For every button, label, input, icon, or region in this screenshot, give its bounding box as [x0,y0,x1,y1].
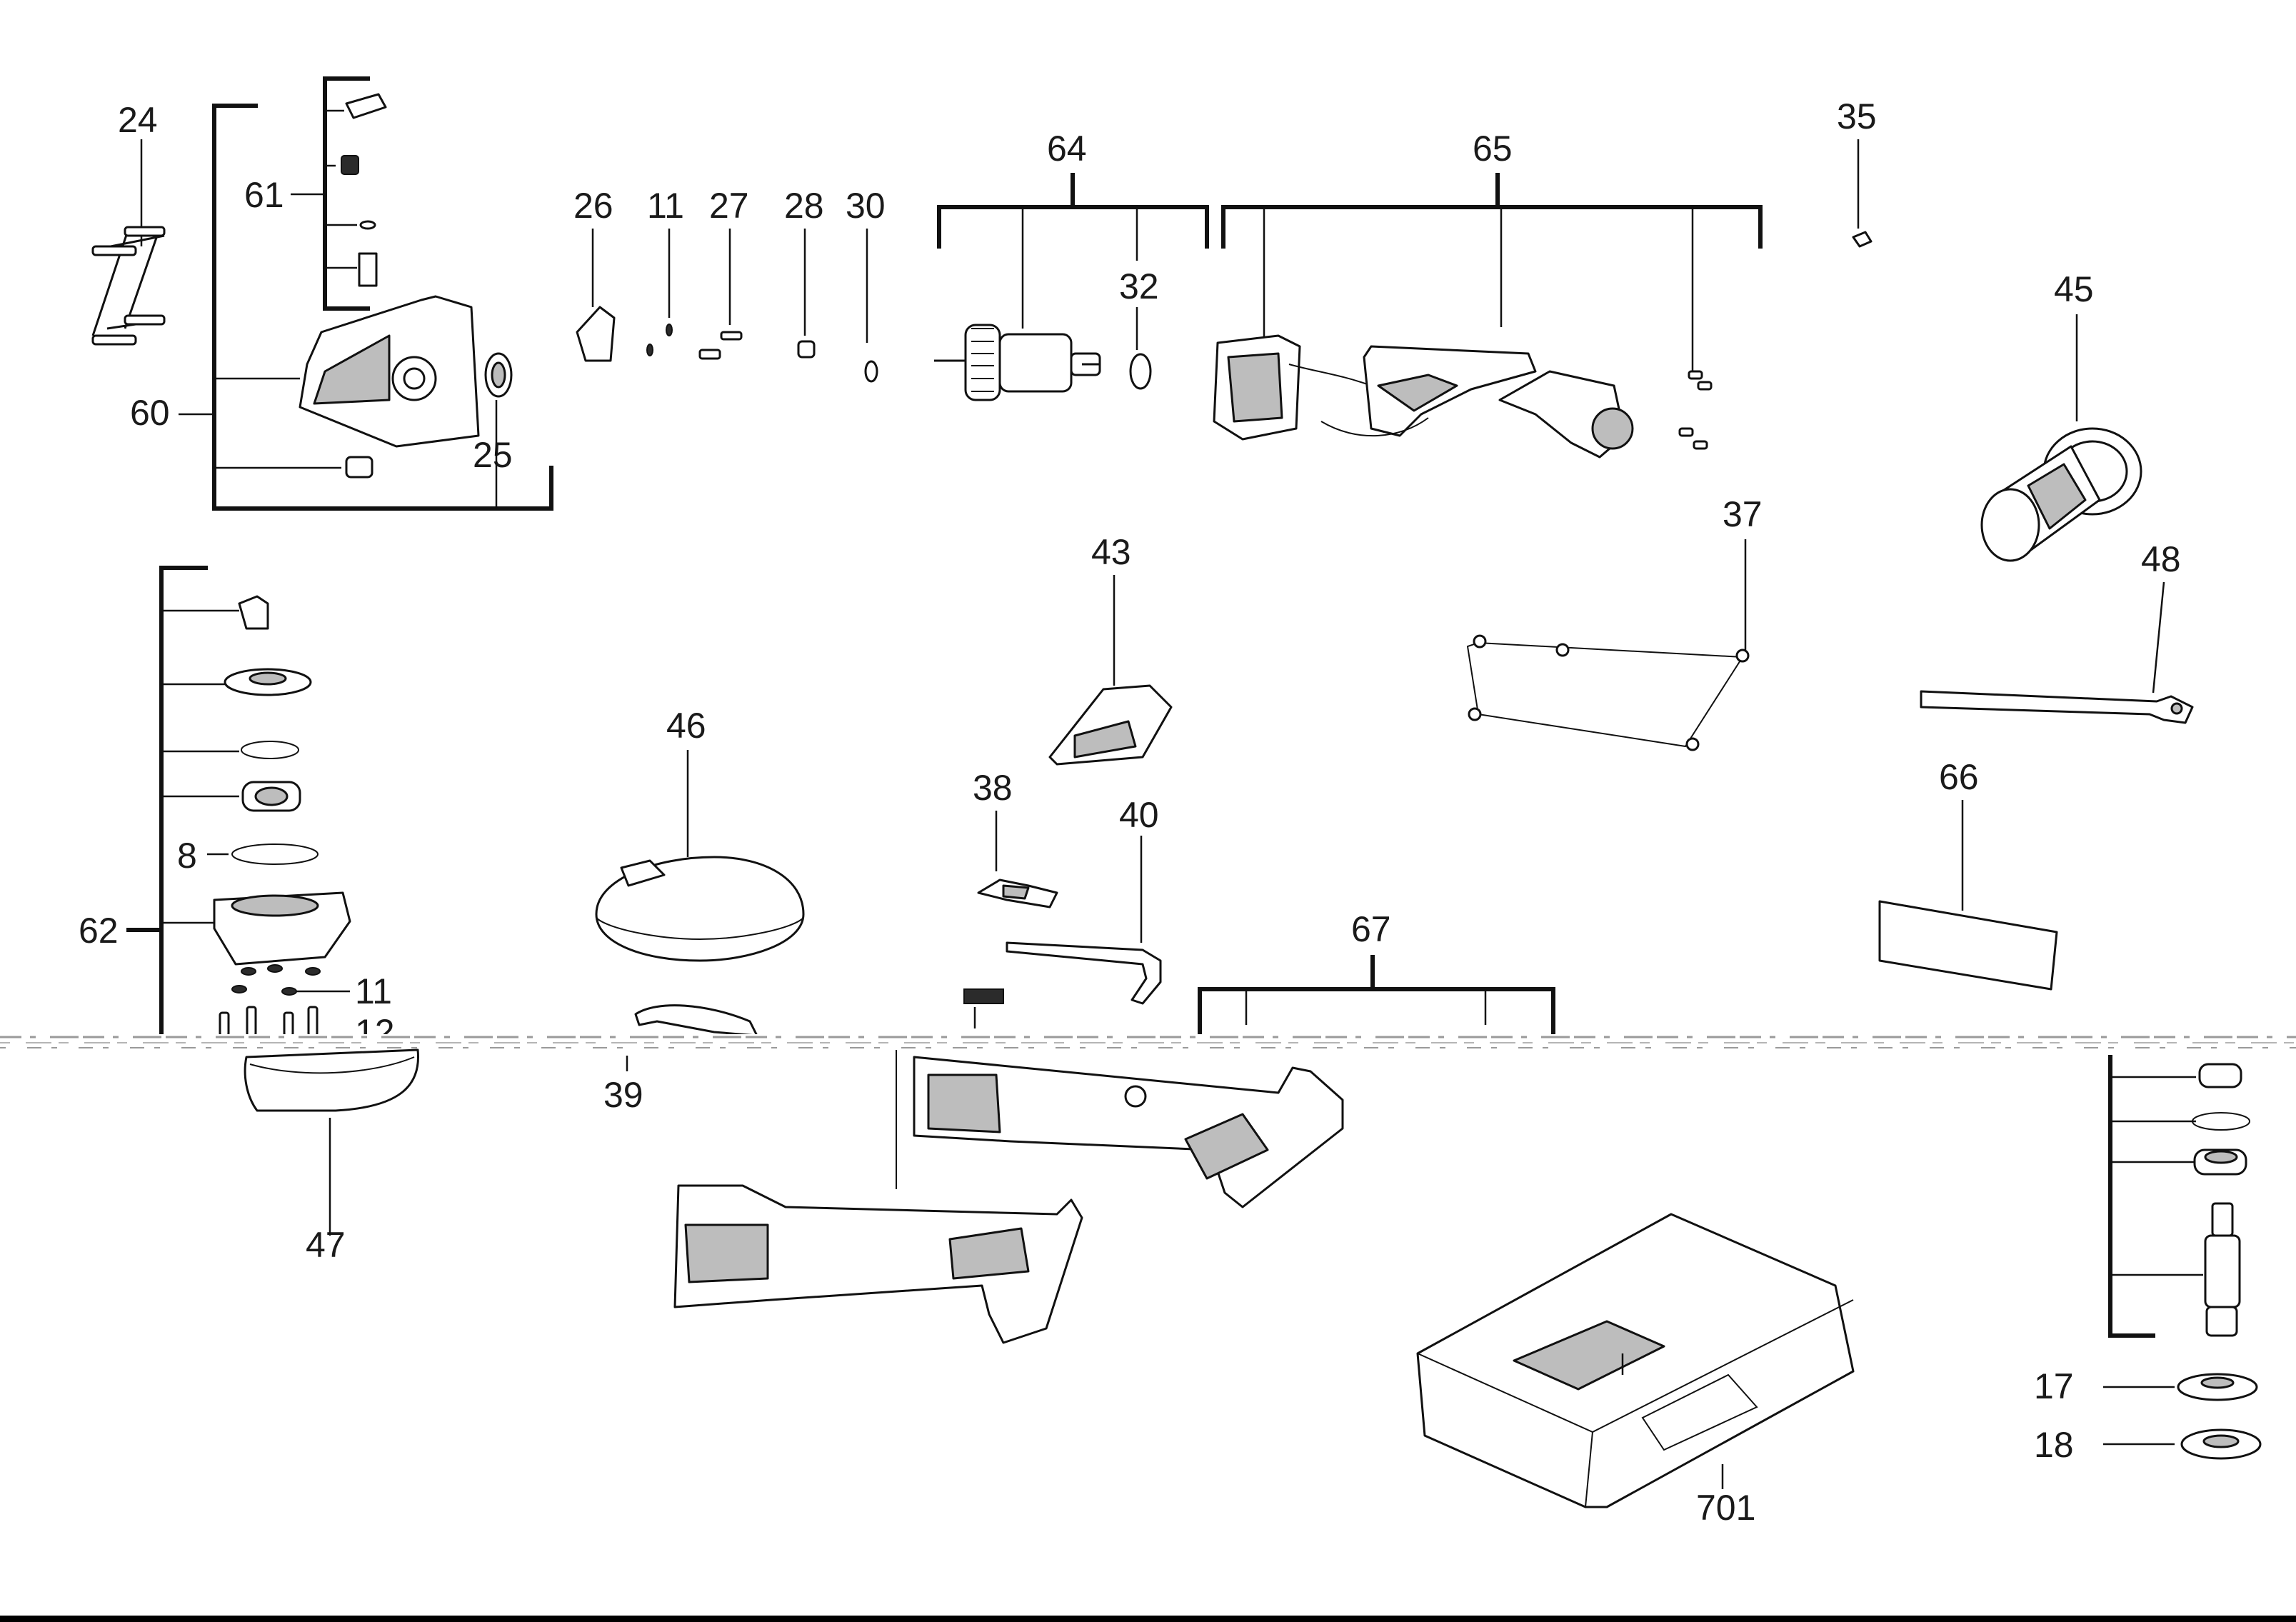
part-65-stator [1213,334,1372,441]
callout-38: 38 [973,768,1013,808]
callout-11-lower: 11 [355,971,392,1011]
part-66-label [1878,800,2058,991]
callout-27: 27 [709,186,749,226]
part-701-carry-case [1416,1213,1855,1508]
part-65-electronics [1320,345,1634,459]
callout-67: 67 [1351,909,1391,949]
part-60-gearcase [299,295,480,479]
part-48-spanner [1920,581,2194,724]
group-67-bracket [1198,955,1555,1038]
callout-11: 11 [647,186,684,226]
callout-66: 66 [1939,757,1979,797]
callout-60: 60 [130,393,170,433]
callout-17: 17 [2034,1366,2074,1406]
callout-24: 24 [118,100,158,140]
part-38-lever [977,811,1058,908]
part-32-bearing [1129,353,1152,390]
callout-43: 43 [1091,532,1131,572]
part-35-screw [1852,139,1873,248]
part-45-side-handle [1980,314,2142,562]
part-47-guard [244,1048,420,1236]
group-65-bracket [1221,173,1763,371]
callout-26: 26 [573,186,613,226]
spindle-group-bracket [2108,1055,2203,1338]
callout-30: 30 [846,186,886,226]
part-18-nut [2103,1428,2262,1460]
callout-32: 32 [1119,266,1159,306]
part-24-screws [91,139,166,346]
part-61-set [341,93,387,287]
callout-8: 8 [177,836,197,876]
small-parts-row [576,229,878,383]
part-67-housing-right [896,1050,1344,1208]
part-25-bearing [484,352,513,398]
callout-64: 64 [1047,129,1087,169]
callout-701: 701 [1696,1488,1755,1528]
part-64-armature [934,324,1101,401]
callout-35: 35 [1837,96,1877,136]
part-40-switch-bar [1006,836,1162,1005]
part-39-handle [626,1004,758,1071]
callout-48: 48 [2141,539,2181,579]
scan-artifact-band [0,1034,2296,1048]
callout-39: 39 [603,1075,643,1115]
part-43-switch-cover [1048,575,1173,766]
group-61-bracket [291,76,370,311]
part-67-housing-left [673,1184,1083,1344]
callout-65: 65 [1473,129,1513,169]
part-65-screws [1678,370,1713,450]
page-bottom-border [0,1616,2296,1622]
group-60-bracket [179,104,553,511]
spindle-parts [2192,1063,2250,1337]
part-17-flange [2103,1373,2258,1401]
callout-62: 62 [79,911,119,951]
callout-25: 25 [473,435,513,475]
callout-28: 28 [784,186,824,226]
callout-labels: 24 61 60 25 26 11 27 28 30 64 32 65 35 4… [79,96,2181,1528]
part-67-spring [963,988,1004,1028]
callout-47: 47 [306,1225,346,1265]
callout-45: 45 [2054,269,2094,309]
part-37-seal [1466,539,1750,751]
callout-37: 37 [1723,494,1763,534]
callout-40: 40 [1119,795,1159,835]
part-46-guard [595,750,805,962]
callout-61: 61 [244,175,284,215]
callout-18: 18 [2034,1425,2074,1465]
group-64-bracket [937,173,1209,350]
callout-46: 46 [666,706,706,746]
group-62-bracket [126,566,350,1038]
part-62-stack [213,595,351,1037]
